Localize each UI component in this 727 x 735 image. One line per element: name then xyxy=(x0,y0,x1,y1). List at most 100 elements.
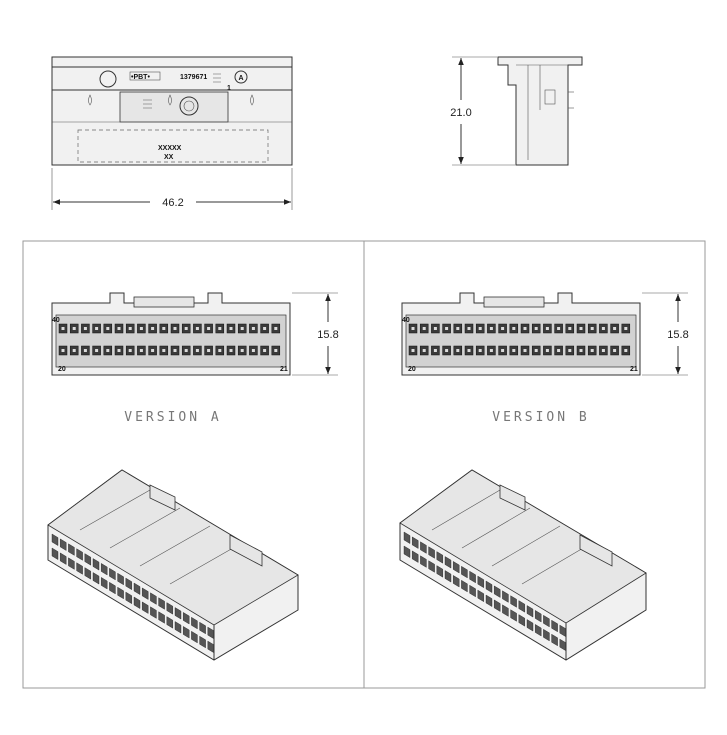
pin-contact xyxy=(106,327,110,330)
pin-contact xyxy=(411,327,415,330)
pin-contact xyxy=(433,327,437,330)
iso-pin-cavity xyxy=(76,562,83,575)
pin-contact xyxy=(411,349,415,352)
pin-contact xyxy=(534,327,538,330)
iso-pin-cavity xyxy=(453,575,460,588)
pin-contact xyxy=(218,327,222,330)
pin-contact xyxy=(568,349,572,352)
pin-contact xyxy=(83,349,87,352)
iso-pin-cavity xyxy=(518,614,525,627)
iso-pin-cavity xyxy=(559,638,566,652)
iso-pin-cavity xyxy=(469,570,476,584)
pin-contact xyxy=(173,349,177,352)
iso-pin-cavity xyxy=(92,558,100,571)
pin-contact xyxy=(72,349,76,352)
iso-pin-cavity xyxy=(109,581,116,595)
iso-pin-cavity xyxy=(158,611,165,624)
iso-pin-cavity xyxy=(199,635,206,649)
logo-icon xyxy=(213,73,221,83)
iso-pin-cavity xyxy=(183,612,190,625)
pin-contact xyxy=(72,327,76,330)
iso-pin-cavity xyxy=(84,553,91,566)
iso-pin-cavity xyxy=(526,605,534,618)
iso-pin-cavity xyxy=(444,556,452,569)
iso-pin-cavity xyxy=(150,606,157,619)
iso-pin-cavity xyxy=(444,570,452,583)
pin-contact xyxy=(184,349,188,352)
iso-pin-cavity xyxy=(428,546,435,559)
material-label: •PBT• xyxy=(131,74,150,81)
iso-pin-cavity xyxy=(477,589,484,603)
pin-contact xyxy=(151,327,155,330)
pin-contact xyxy=(545,349,549,352)
pin-contact xyxy=(128,327,132,330)
iso-pin-cavity xyxy=(174,621,182,634)
version-a-title: VERSION A xyxy=(124,410,221,425)
iso-pin-cavity xyxy=(551,633,558,647)
iso-pin-cavity xyxy=(117,586,124,600)
pin-contact xyxy=(251,327,255,330)
iso-pin-cavity xyxy=(485,594,493,607)
iso-pin-cavity xyxy=(502,604,509,617)
iso-pin-cavity xyxy=(469,584,476,598)
iso-pin-cavity xyxy=(109,567,116,581)
iso-pin-cavity xyxy=(543,614,550,628)
panel-version-b xyxy=(363,240,706,689)
pin-contact xyxy=(263,349,267,352)
pin-contact xyxy=(445,327,449,330)
iso-pin-cavity xyxy=(559,624,566,638)
iso-pin-cavity xyxy=(76,548,83,561)
iso-pin-cavity xyxy=(84,567,91,580)
pin-contact xyxy=(95,349,99,352)
pin-contact xyxy=(467,349,471,352)
iso-pin-cavity xyxy=(101,577,108,590)
iso-pin-cavity xyxy=(428,560,435,573)
pin-contact xyxy=(95,327,99,330)
version-a-isometric-view xyxy=(47,469,299,661)
iso-pin-cavity xyxy=(502,590,509,603)
pin-label-20: 20 xyxy=(408,366,416,373)
pin-contact xyxy=(456,327,460,330)
pin-contact xyxy=(229,349,233,352)
pin-contact xyxy=(601,349,605,352)
pin-contact xyxy=(478,349,482,352)
iso-pin-cavity xyxy=(142,601,149,614)
iso-pin-cavity xyxy=(51,547,59,560)
pin-contact xyxy=(128,349,132,352)
pin-contact xyxy=(590,349,594,352)
iso-pin-cavity xyxy=(485,580,493,593)
pin-contact xyxy=(601,327,605,330)
iso-pin-cavity xyxy=(101,563,108,576)
pin-contact xyxy=(422,327,426,330)
iso-pin-cavity xyxy=(403,531,411,544)
pin-label-21: 21 xyxy=(630,366,638,373)
pin-contact xyxy=(557,349,561,352)
iso-pin-cavity xyxy=(403,545,411,558)
iso-pin-cavity xyxy=(436,565,443,578)
side-view: 21.0 xyxy=(450,56,583,166)
iso-pin-cavity xyxy=(461,579,468,593)
version-b-isometric-view xyxy=(399,469,647,661)
pin-contact xyxy=(523,327,527,330)
iso-pin-cavity xyxy=(510,595,517,608)
pin-contact xyxy=(467,327,471,330)
pin-contact xyxy=(512,327,516,330)
iso-pin-cavity xyxy=(535,610,542,623)
pin-contact xyxy=(83,327,87,330)
pin-contact xyxy=(195,349,199,352)
pin-contact xyxy=(195,327,199,330)
iso-pin-cavity xyxy=(477,575,484,589)
pin-contact xyxy=(139,327,143,330)
pin-contact xyxy=(162,327,166,330)
pin-contact xyxy=(478,327,482,330)
pin-contact xyxy=(184,327,188,330)
height-dimension: 21.0 xyxy=(450,107,471,119)
iso-pin-cavity xyxy=(60,538,67,551)
pin-contact xyxy=(534,349,538,352)
iso-pin-cavity xyxy=(92,572,100,585)
logo-icon-small xyxy=(143,99,152,109)
pin-contact xyxy=(229,327,233,330)
pin-contact xyxy=(557,327,561,330)
pin-contact xyxy=(489,349,493,352)
